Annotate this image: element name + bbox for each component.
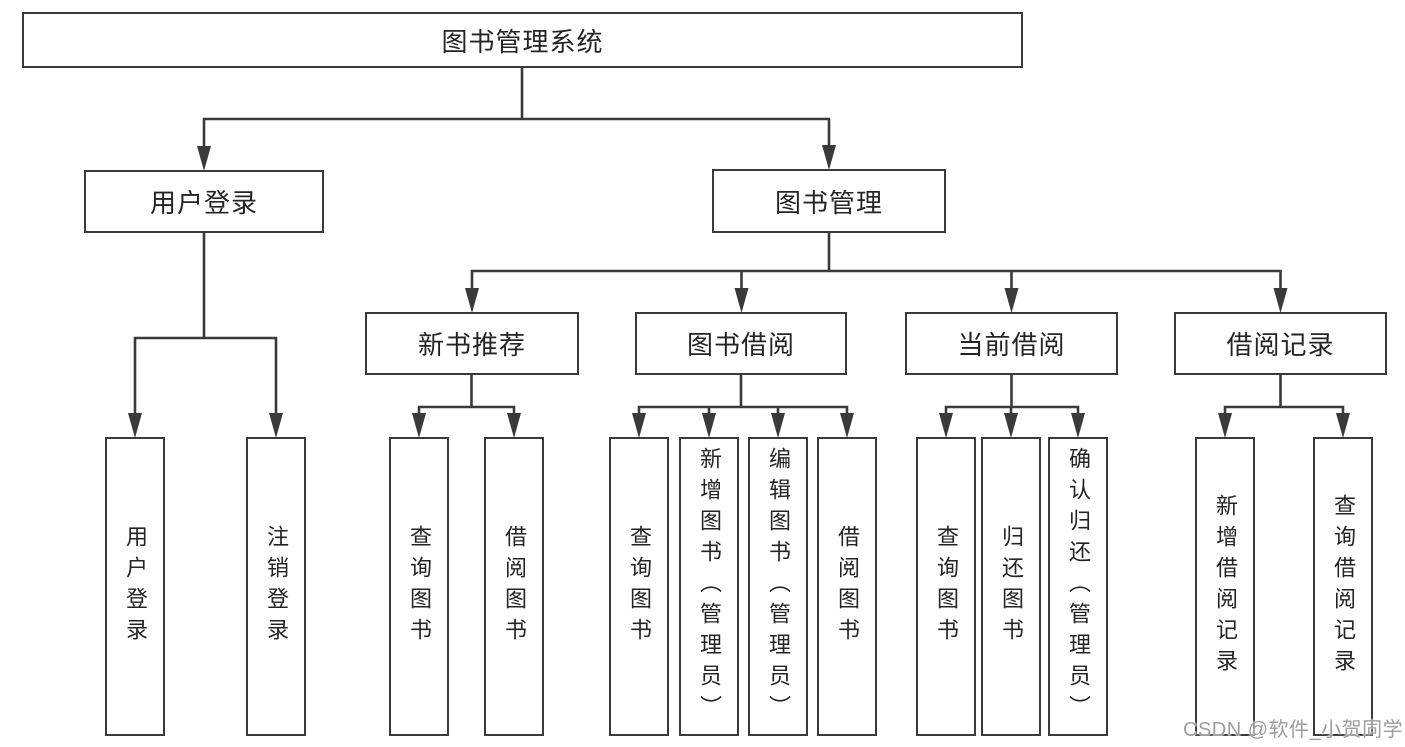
node-root: 图书管理系统 bbox=[22, 12, 1023, 68]
leaf-edit-book-admin: 编辑图书（管理员） bbox=[748, 437, 808, 736]
leaf-query-books-current: 查询图书 bbox=[916, 437, 976, 736]
node-current-borrow: 当前借阅 bbox=[905, 312, 1118, 375]
node-new-book-recommend: 新书推荐 bbox=[365, 312, 579, 375]
leaf-return-book: 归还图书 bbox=[981, 437, 1041, 736]
leaf-add-borrow-record: 新增借阅记录 bbox=[1195, 437, 1255, 736]
node-book-management: 图书管理 bbox=[712, 169, 946, 233]
leaf-query-borrow-record: 查询借阅记录 bbox=[1313, 437, 1373, 736]
node-book-borrow: 图书借阅 bbox=[635, 312, 847, 375]
leaf-logout: 注销登录 bbox=[246, 437, 306, 736]
node-borrow-records: 借阅记录 bbox=[1174, 312, 1387, 375]
connector-paths bbox=[133, 67, 1345, 418]
leaf-borrow-books-recommend: 借阅图书 bbox=[484, 437, 544, 736]
watermark-text: CSDN @软件_小贺同学 bbox=[1183, 719, 1404, 741]
leaf-user-login: 用户登录 bbox=[105, 437, 165, 736]
leaf-borrow-books: 借阅图书 bbox=[817, 437, 877, 736]
leaf-confirm-return-admin: 确认归还（管理员） bbox=[1048, 437, 1108, 736]
leaf-add-book-admin: 新增图书（管理员） bbox=[679, 437, 739, 736]
leaf-query-books-borrow: 查询图书 bbox=[609, 437, 669, 736]
leaf-query-books-recommend: 查询图书 bbox=[389, 437, 449, 736]
arrowhead-icons bbox=[128, 145, 1350, 438]
node-user-login: 用户登录 bbox=[84, 170, 324, 233]
